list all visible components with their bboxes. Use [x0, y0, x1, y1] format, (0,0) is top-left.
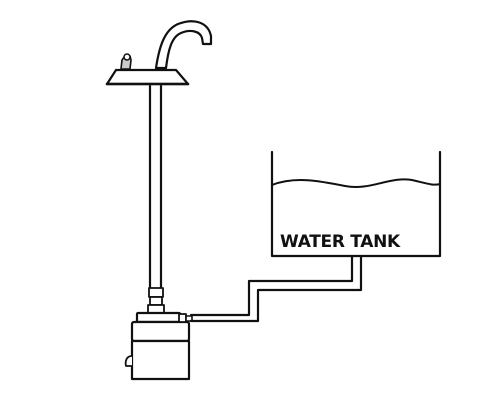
faucet-spout: [154, 20, 213, 70]
pump-icon: [124, 311, 193, 381]
pipe-fitting: [147, 287, 165, 314]
water-tank: [270, 150, 442, 258]
faucet-icon: [105, 68, 190, 86]
water-surface: [271, 178, 441, 188]
connecting-hose: [189, 254, 363, 323]
riser-pipe: [148, 84, 163, 290]
faucet-handle-icon: [120, 53, 132, 70]
tank-label: WATER TANK: [280, 232, 401, 252]
